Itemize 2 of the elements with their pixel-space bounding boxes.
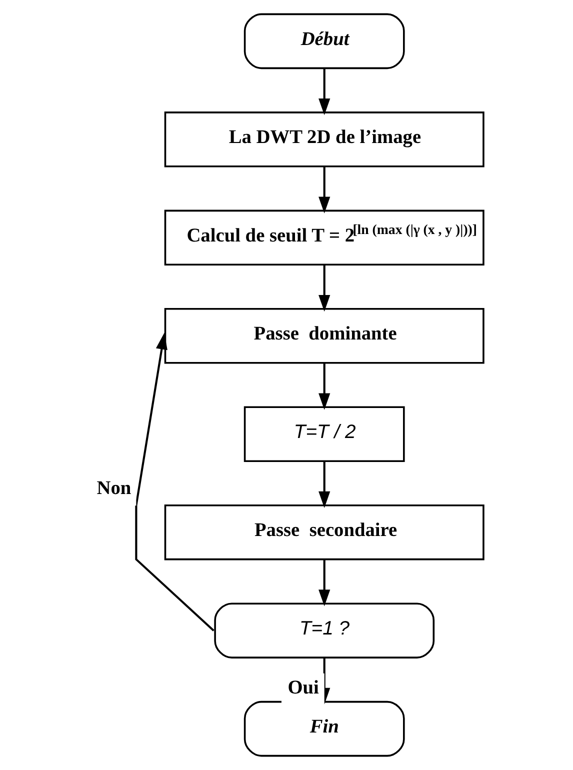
edge-label: Non [96, 478, 131, 500]
edge-label: Oui [287, 678, 318, 699]
